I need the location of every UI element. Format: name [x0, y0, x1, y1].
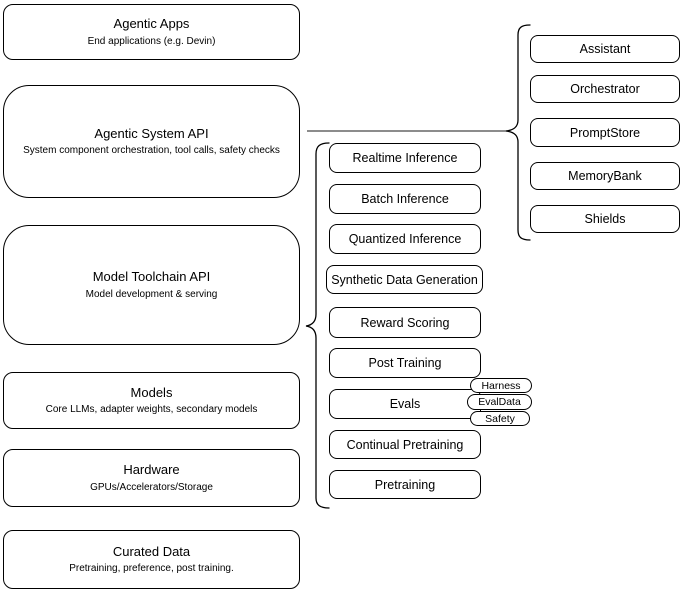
node-title: Agentic Apps: [113, 16, 190, 32]
eval-tag-safety: Safety: [470, 411, 530, 426]
node-batch-inference: Batch Inference: [329, 184, 481, 214]
node-title: Models: [130, 384, 173, 400]
node-model-toolchain-api: Model Toolchain API Model development & …: [3, 225, 300, 345]
node-shields: Shields: [530, 205, 680, 233]
node-realtime-inference: Realtime Inference: [329, 143, 481, 173]
node-agentic-system-api: Agentic System API System component orch…: [3, 85, 300, 198]
node-subtitle: Pretraining, preference, post training.: [69, 563, 234, 575]
node-subtitle: Core LLMs, adapter weights, secondary mo…: [45, 404, 258, 416]
node-models: Models Core LLMs, adapter weights, secon…: [3, 372, 300, 429]
node-agentic-apps: Agentic Apps End applications (e.g. Devi…: [3, 4, 300, 60]
node-promptstore: PromptStore: [530, 118, 680, 147]
node-title: Hardware: [123, 462, 180, 478]
node-assistant: Assistant: [530, 35, 680, 63]
node-title: Agentic System API: [94, 125, 209, 141]
curly-brace-components: [505, 24, 531, 241]
node-subtitle: Model development & serving: [85, 288, 218, 300]
node-reward-scoring: Reward Scoring: [329, 307, 481, 338]
node-title: Curated Data: [112, 543, 191, 559]
node-subtitle: GPUs/Accelerators/Storage: [90, 481, 213, 493]
node-curated-data: Curated Data Pretraining, preference, po…: [3, 530, 300, 589]
node-orchestrator: Orchestrator: [530, 75, 680, 103]
eval-tag-harness: Harness: [470, 378, 532, 393]
node-synthetic-data-generation: Synthetic Data Generation: [326, 265, 483, 294]
node-memorybank: MemoryBank: [530, 162, 680, 190]
node-continual-pretraining: Continual Pretraining: [329, 430, 481, 459]
node-subtitle: System component orchestration, tool cal…: [23, 145, 280, 157]
node-quantized-inference: Quantized Inference: [329, 224, 481, 254]
curly-brace-toolchain: [305, 142, 330, 509]
node-evals: Evals: [329, 389, 481, 419]
node-pretraining: Pretraining: [329, 470, 481, 499]
node-subtitle: End applications (e.g. Devin): [87, 35, 216, 47]
node-post-training: Post Training: [329, 348, 481, 378]
node-hardware: Hardware GPUs/Accelerators/Storage: [3, 449, 300, 507]
eval-tag-evaldata: EvalData: [467, 394, 532, 410]
node-title: Model Toolchain API: [92, 269, 211, 285]
